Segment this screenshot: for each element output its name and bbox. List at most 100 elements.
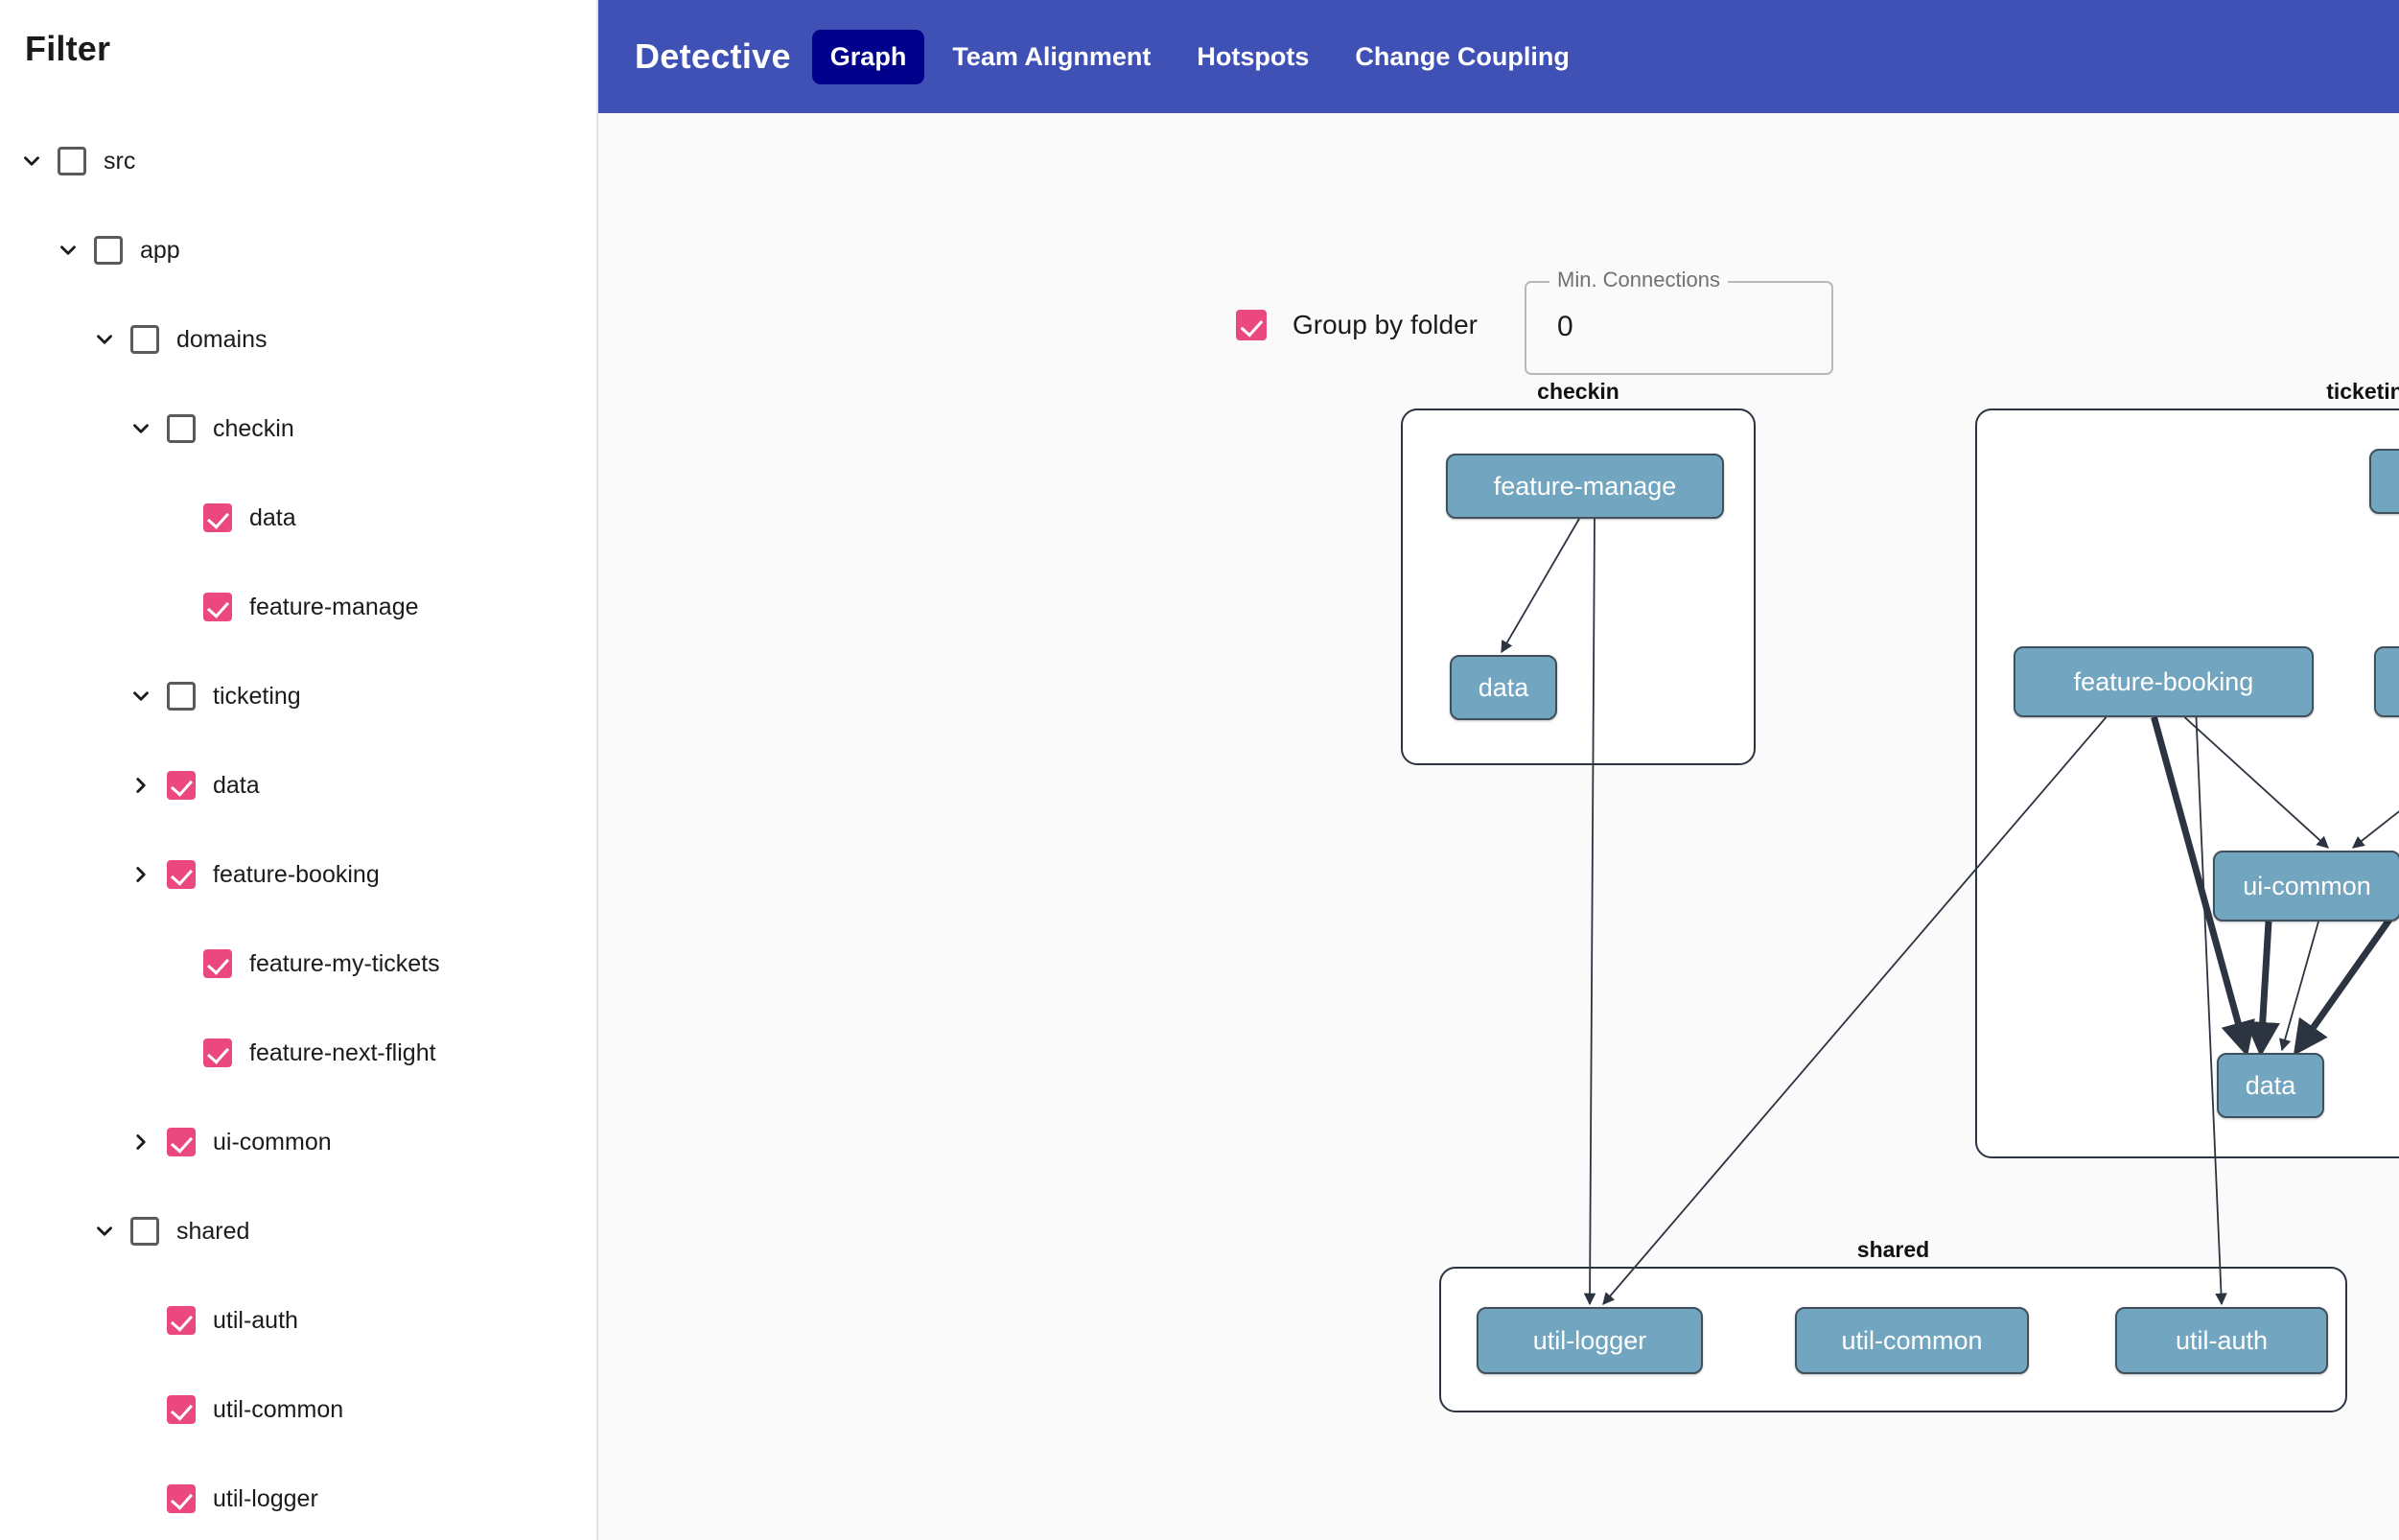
- tab-graph[interactable]: Graph: [811, 29, 925, 84]
- chevron-down-icon[interactable]: [15, 145, 48, 177]
- tree-item-label: app: [140, 236, 180, 264]
- tree-item-label: data: [213, 771, 260, 799]
- chevron-right-icon[interactable]: [125, 769, 157, 802]
- checkbox-app[interactable]: [94, 236, 123, 265]
- graph-node-checkin-feature-manage[interactable]: feature-manage: [1446, 454, 1724, 519]
- app-brand: Detective: [635, 36, 791, 76]
- cluster-label-checkin: checkin: [1537, 379, 1619, 404]
- group-by-folder-toggle[interactable]: Group by folder: [1236, 310, 1478, 340]
- tree-item-ticketing[interactable]: ticketing: [0, 679, 596, 713]
- graph-edge-tk-feature-booking-to-tk-data: [2151, 716, 2255, 1058]
- chevron-right-icon[interactable]: [125, 1126, 157, 1158]
- chevron-down-icon: [161, 1037, 194, 1069]
- dependency-graph[interactable]: checkinticketingshared feature-managedat…: [598, 0, 2399, 1540]
- graph-edge-tk-feature-booking-to-tk-ui-common: [2183, 716, 2329, 849]
- chevron-down-icon[interactable]: [52, 234, 84, 267]
- chevron-down-icon: [125, 1482, 157, 1515]
- chevron-down-icon: [161, 591, 194, 623]
- graph-edge-checkin-feature-manage-to-sh-util-logger: [1583, 518, 1596, 1306]
- tree-item-feature-next-flight[interactable]: feature-next-flight: [0, 1036, 596, 1070]
- tree-item-domains[interactable]: domains: [0, 322, 596, 357]
- chevron-down-icon[interactable]: [125, 412, 157, 445]
- tree-item-label: shared: [176, 1217, 250, 1245]
- checkbox-feature-my-tickets[interactable]: [203, 949, 232, 978]
- tab-change-coupling[interactable]: Change Coupling: [1337, 30, 1587, 84]
- tree-item-label: data: [249, 503, 296, 531]
- chevron-down-icon[interactable]: [88, 323, 121, 356]
- graph-node-label: feature-manage: [1493, 471, 1677, 501]
- chevron-down-icon: [161, 502, 194, 534]
- min-connections-input[interactable]: [1555, 310, 1795, 344]
- graph-node-tk-ui-common[interactable]: ui-common: [2213, 851, 2399, 922]
- checkbox-feature-next-flight[interactable]: [203, 1038, 232, 1067]
- graph-node-label: util-common: [1841, 1325, 1983, 1355]
- checkbox-ticketing[interactable]: [167, 682, 196, 711]
- graph-edge-tk-ui-common-to-tk-data: [2245, 921, 2280, 1058]
- tree-item-label: feature-next-flight: [249, 1038, 436, 1066]
- checkbox-feature-manage[interactable]: [203, 593, 232, 621]
- min-connections-label: Min. Connections: [1549, 268, 1728, 292]
- tree-item-label: util-auth: [213, 1306, 298, 1334]
- tree-item-feature-manage[interactable]: feature-manage: [0, 590, 596, 624]
- tree-item-label: util-logger: [213, 1484, 318, 1512]
- tree-item-ui-common[interactable]: ui-common: [0, 1125, 596, 1159]
- graph-edge-tk-feature-booking-to-sh-util-auth: [2195, 716, 2227, 1306]
- checkbox-shared[interactable]: [130, 1217, 159, 1246]
- chevron-down-icon: [125, 1304, 157, 1337]
- tree-item-label: feature-manage: [249, 593, 419, 620]
- graph-node-sh-util-auth[interactable]: util-auth: [2115, 1307, 2328, 1374]
- graph-node-checkin-data[interactable]: data: [1450, 655, 1557, 720]
- checkbox-src[interactable]: [58, 147, 86, 175]
- tree-item-data[interactable]: data: [0, 768, 596, 803]
- checkbox-feature-booking[interactable]: [167, 860, 196, 889]
- graph-edge-tk-feature-booking-to-sh-util-logger: [1602, 716, 2108, 1305]
- tree-item-data[interactable]: data: [0, 501, 596, 535]
- graph-node-sh-util-common[interactable]: util-common: [1795, 1307, 2029, 1374]
- checkbox-util-logger[interactable]: [167, 1484, 196, 1513]
- min-connections-field[interactable]: Min. Connections: [1525, 268, 1833, 375]
- group-by-folder-checkbox[interactable]: [1236, 310, 1267, 340]
- tree-item-util-common[interactable]: util-common: [0, 1392, 596, 1427]
- checkbox-ui-common[interactable]: [167, 1128, 196, 1156]
- checkbox-util-common[interactable]: [167, 1395, 196, 1424]
- graph-node-tk-feature-next-flight[interactable]: feature-next-flight: [2369, 449, 2399, 514]
- graph-edge-tk-feature-my-tickets-to-tk-ui-common: [2352, 810, 2399, 849]
- filter-sidebar: Filter src app domains checkin data feature-m…: [0, 0, 598, 1540]
- page-title: Filter: [25, 29, 111, 68]
- graph-node-tk-feature-my-tickets[interactable]: feature-my-tickets: [2374, 646, 2399, 717]
- tree-item-util-auth[interactable]: util-auth: [0, 1303, 596, 1338]
- checkbox-data[interactable]: [203, 503, 232, 532]
- graph-edge-tk-ui-common-to-tk-data: [2279, 921, 2319, 1052]
- tree-item-label: ui-common: [213, 1128, 332, 1155]
- tab-team-alignment[interactable]: Team Alignment: [934, 30, 1169, 84]
- checkbox-domains[interactable]: [130, 325, 159, 354]
- tree-item-feature-my-tickets[interactable]: feature-my-tickets: [0, 946, 596, 981]
- tree-item-util-logger[interactable]: util-logger: [0, 1482, 596, 1516]
- chevron-down-icon[interactable]: [88, 1215, 121, 1248]
- tree-item-label: domains: [176, 325, 268, 353]
- checkbox-checkin[interactable]: [167, 414, 196, 443]
- tree-item-checkin[interactable]: checkin: [0, 411, 596, 446]
- graph-node-label: util-logger: [1532, 1325, 1647, 1355]
- chevron-down-icon[interactable]: [125, 680, 157, 712]
- tree-item-label: ticketing: [213, 682, 301, 710]
- graph-node-tk-feature-booking[interactable]: feature-booking: [2014, 646, 2314, 717]
- graph-node-sh-util-logger[interactable]: util-logger: [1477, 1307, 1703, 1374]
- graph-node-tk-data[interactable]: data: [2217, 1053, 2324, 1118]
- tree-item-shared[interactable]: shared: [0, 1214, 596, 1248]
- tree-item-app[interactable]: app: [0, 233, 596, 268]
- tab-hotspots[interactable]: Hotspots: [1178, 30, 1327, 84]
- tree-item-label: checkin: [213, 414, 294, 442]
- cluster-label-shared: shared: [1856, 1237, 1930, 1262]
- checkbox-data[interactable]: [167, 771, 196, 800]
- tree-item-feature-booking[interactable]: feature-booking: [0, 857, 596, 892]
- tree-item-src[interactable]: src: [0, 144, 596, 178]
- graph-edge-checkin-feature-manage-to-checkin-data: [1501, 518, 1580, 654]
- tree-item-label: feature-my-tickets: [249, 949, 440, 977]
- checkbox-util-auth[interactable]: [167, 1306, 196, 1335]
- chevron-right-icon[interactable]: [125, 858, 157, 891]
